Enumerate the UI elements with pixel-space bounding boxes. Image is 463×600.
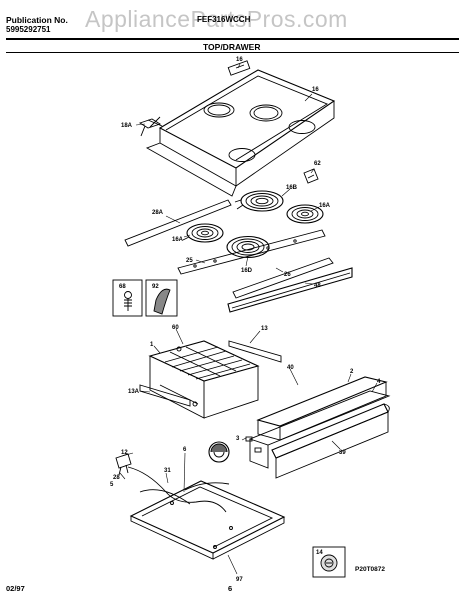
model-number: FEF316WCCH (197, 15, 251, 24)
callout-97: 97 (236, 577, 243, 583)
callout-5: 5 (110, 482, 114, 488)
surface-element-back-left (234, 190, 284, 212)
callout-1: 1 (150, 342, 154, 348)
callout-26: 26 (284, 272, 291, 278)
callout-13: 13 (261, 326, 268, 332)
callout-40: 40 (287, 365, 294, 371)
publication-number: 5995292751 (6, 25, 51, 34)
drawer-bottom-panel (129, 480, 286, 560)
callout-4: 4 (377, 379, 381, 385)
callout-48: 48 (314, 283, 321, 289)
callout-60: 60 (172, 325, 179, 331)
callout-92: 92 (152, 284, 159, 290)
top-hinge-bracket (227, 60, 251, 76)
callout-3: 3 (236, 436, 240, 442)
terminal-block (303, 168, 319, 184)
callout-31: 31 (164, 468, 171, 474)
drawer-slide-rail (139, 340, 282, 407)
wiring-harness (127, 466, 230, 513)
section-title: TOP/DRAWER (203, 42, 261, 52)
callout-2: 2 (350, 369, 354, 375)
surface-element-front (226, 235, 270, 259)
callout-39: 39 (339, 450, 346, 456)
surface-element-right (286, 204, 324, 224)
callout-25: 25 (186, 258, 193, 264)
callout-16a-right: 16A (319, 203, 331, 209)
surface-element-left (182, 223, 224, 243)
drawer-outer-panel (248, 390, 391, 469)
callout-68: 68 (119, 284, 126, 290)
callout-13a: 13A (128, 389, 140, 395)
element-support-rails (124, 199, 353, 313)
callout-6: 6 (183, 447, 187, 453)
callout-16-top: 16 (236, 57, 243, 63)
callout-18a: 18A (121, 123, 133, 129)
drawer-front-panel (256, 376, 388, 441)
callout-14: 14 (316, 550, 323, 556)
leader-lines (119, 63, 378, 575)
callout-16a-left: 16A (172, 237, 184, 243)
publication-label: Publication No. (6, 15, 68, 25)
header-rule (6, 38, 459, 40)
callout-16d: 16D (241, 268, 253, 274)
callout-labels: 16 16 18A 62 16B 28A 16A 16A 25 16D 26 4… (110, 57, 381, 583)
left-hinge-bracket (138, 118, 162, 137)
callout-16b: 16B (286, 185, 298, 191)
page-number: 6 (228, 584, 233, 593)
callout-62: 62 (314, 161, 321, 167)
drawer-handle (271, 403, 390, 479)
footer-date: 02/97 (6, 584, 25, 593)
cooktop-assembly (145, 69, 336, 197)
figure-code: P20T0872 (355, 566, 385, 573)
glide-roller (208, 441, 230, 463)
callout-12: 12 (121, 450, 128, 456)
watermark: AppliancePartsPros.com (85, 6, 348, 32)
callout-28: 28 (113, 475, 120, 481)
broiler-drawer-pan (148, 340, 260, 419)
callout-28a: 28A (152, 210, 164, 216)
terminal-bracket (115, 453, 132, 476)
part-box-68 (112, 279, 143, 317)
clip-parts (245, 436, 262, 453)
part-box-14 (312, 546, 346, 578)
section-rule (6, 52, 459, 53)
callout-16: 16 (312, 87, 319, 93)
part-box-92 (145, 279, 178, 317)
